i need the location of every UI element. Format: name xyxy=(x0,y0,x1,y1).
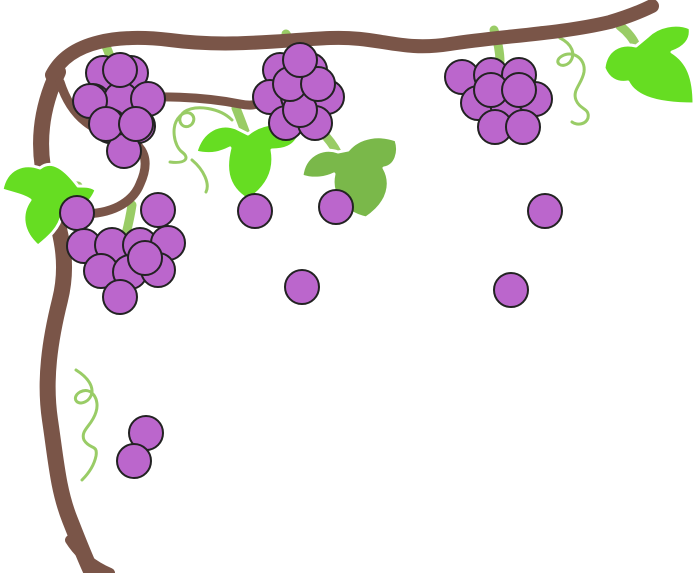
tendril-center xyxy=(168,106,234,194)
grape xyxy=(501,72,537,108)
grape xyxy=(102,52,138,88)
grape xyxy=(527,193,563,229)
grape xyxy=(59,195,95,231)
leaves xyxy=(0,23,695,248)
grape xyxy=(300,66,336,102)
grape xyxy=(116,443,152,479)
vine-inner-loop xyxy=(55,77,150,219)
tendril-right xyxy=(556,36,590,126)
vine-top-branch xyxy=(45,0,659,82)
grape xyxy=(127,240,163,276)
tendrils xyxy=(74,26,590,482)
grapes xyxy=(59,42,563,479)
cluster-left-middle xyxy=(59,192,186,315)
cluster-top-left xyxy=(72,52,166,169)
vine-trunk-base xyxy=(65,535,115,573)
grape xyxy=(118,106,154,142)
grape xyxy=(88,106,124,142)
cluster-top-right xyxy=(444,57,553,145)
stem-left-middle xyxy=(121,200,137,239)
grape xyxy=(237,193,273,229)
leaf-right xyxy=(602,23,695,106)
leaf-left xyxy=(0,162,98,248)
grape xyxy=(282,42,318,78)
grape xyxy=(102,279,138,315)
grape xyxy=(505,109,541,145)
grape xyxy=(493,272,529,308)
grape xyxy=(140,192,176,228)
leaf-dark xyxy=(300,135,399,220)
tendril-left xyxy=(74,368,99,482)
cluster-top-middle xyxy=(252,42,345,141)
loose-grapes xyxy=(116,189,563,479)
grape xyxy=(318,189,354,225)
grape xyxy=(284,269,320,305)
